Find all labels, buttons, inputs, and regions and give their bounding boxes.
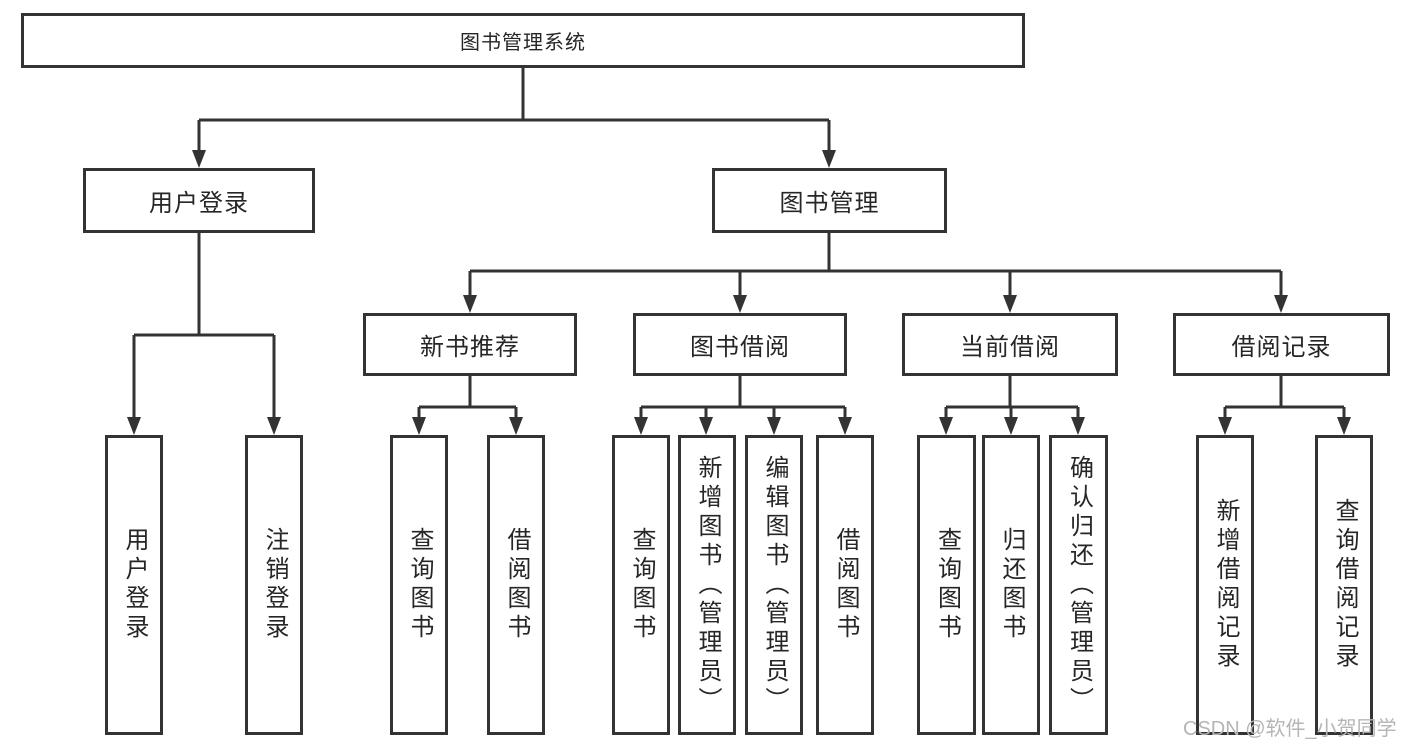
leaf-borrow-books-recommend: 借阅图书 [487, 435, 545, 735]
leaf-edit-books-admin: 编辑图书（管理员） [745, 435, 803, 735]
node-user-login-branch: 用户登录 [83, 168, 315, 233]
node-borrow-records: 借阅记录 [1173, 313, 1390, 376]
leaf-borrow-books: 借阅图书 [816, 435, 874, 735]
leaf-confirm-return-admin: 确认归还（管理员） [1049, 435, 1108, 735]
leaf-logout: 注销登录 [245, 435, 303, 735]
arrowhead-icons [127, 150, 1351, 435]
csdn-watermark: CSDN @软件_小贺同学 [1183, 718, 1397, 740]
leaf-query-books-recommend: 查询图书 [390, 435, 448, 735]
node-book-borrow: 图书借阅 [633, 313, 847, 376]
node-library-system-root: 图书管理系统 [21, 13, 1025, 68]
leaf-user-login: 用户登录 [105, 435, 163, 735]
leaf-add-books-admin: 新增图书（管理员） [678, 435, 736, 735]
leaf-add-borrow-record: 新增借阅记录 [1196, 435, 1254, 735]
leaf-return-books: 归还图书 [982, 435, 1040, 735]
node-book-management-branch: 图书管理 [712, 168, 947, 233]
leaf-query-borrow-record: 查询借阅记录 [1315, 435, 1373, 735]
node-new-book-recommend: 新书推荐 [363, 313, 577, 376]
leaf-query-books-current: 查询图书 [917, 435, 976, 735]
leaf-query-books-borrow: 查询图书 [612, 435, 670, 735]
node-current-borrow: 当前借阅 [902, 313, 1118, 376]
